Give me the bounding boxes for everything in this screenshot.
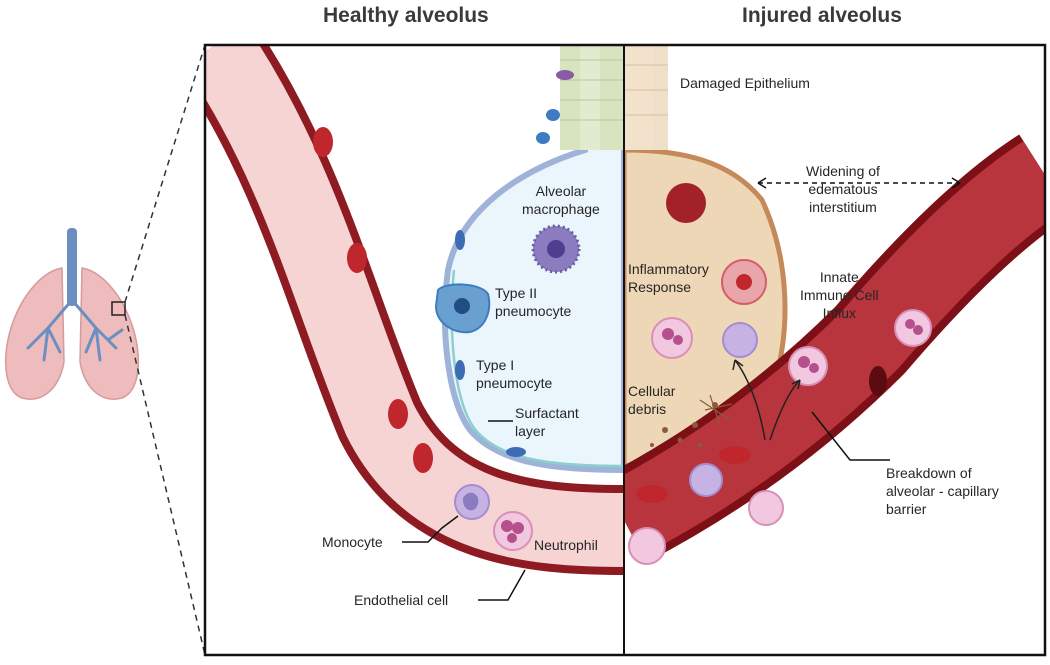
label-line: pneumocyte xyxy=(495,303,572,319)
label-neutrophil: Neutrophil xyxy=(534,537,598,553)
label-line: Surfactant xyxy=(515,405,579,421)
label-line: debris xyxy=(628,401,667,417)
label-inflammatory-response: Inflammatory Response xyxy=(628,260,709,296)
heading-healthy: Healthy alveolus xyxy=(323,4,489,27)
red-blood-cell-icon xyxy=(313,127,433,473)
heading-injured: Injured alveolus xyxy=(742,4,902,27)
type-i-pneumocyte-icon xyxy=(455,230,526,457)
label-line: layer xyxy=(515,423,546,439)
label-line: Influx xyxy=(822,305,857,321)
damaged-epithelium xyxy=(624,45,668,150)
label-alveolar-macrophage: Alveolar macrophage xyxy=(522,182,600,218)
label-widening-interstitium: Widening of edematous interstitium xyxy=(806,162,880,216)
monocyte-cell-icon xyxy=(454,484,490,520)
label-cellular-debris: Cellular debris xyxy=(628,382,675,418)
type-ii-pneumocyte-icon xyxy=(434,283,491,334)
lungs-icon xyxy=(4,228,140,400)
label-monocyte: Monocyte xyxy=(322,534,383,550)
label-endothelial-cell: Endothelial cell xyxy=(354,592,449,608)
label-line: barrier xyxy=(886,501,927,517)
red-blood-cell-icon xyxy=(636,183,887,503)
cellular-debris xyxy=(650,394,733,448)
label-line: Alveolar xyxy=(535,183,587,199)
monocyte-cell-icon xyxy=(689,322,758,497)
healthy-panel xyxy=(205,45,624,655)
label-line: Type I xyxy=(476,357,515,373)
label-line: Type II xyxy=(495,285,538,301)
label-line: Widening of xyxy=(806,163,880,179)
label-breakdown-barrier: Breakdown of alveolar - capillary barrie… xyxy=(886,464,999,518)
label-surfactant-layer: Surfactant layer xyxy=(515,404,579,440)
label-innate-immune-influx: Innate Immune Cell Influx xyxy=(800,268,879,322)
zoom-lines xyxy=(124,44,206,656)
label-type1-pneumocyte: Type I pneumocyte xyxy=(476,356,552,392)
label-line: Breakdown of xyxy=(886,465,972,481)
healthy-alveolus xyxy=(441,45,624,474)
label-line: Innate xyxy=(819,269,859,285)
label-line: Cellular xyxy=(628,383,676,399)
label-line: Response xyxy=(628,279,692,295)
label-line: Inflammatory xyxy=(628,261,709,277)
injured-panel xyxy=(624,45,1045,655)
label-line: alveolar - capillary xyxy=(886,483,999,499)
airway-epithelium xyxy=(536,45,624,150)
neutrophil-cell-icon xyxy=(628,309,932,565)
influx-arrows xyxy=(732,359,801,441)
widening-arrow xyxy=(757,177,961,189)
label-line: macrophage xyxy=(522,201,600,217)
label-line: pneumocyte xyxy=(476,375,553,391)
label-line: Immune Cell xyxy=(800,287,879,303)
macrophage-cell-icon xyxy=(531,224,581,274)
label-line: interstitium xyxy=(809,199,877,215)
label-line: edematous xyxy=(808,181,878,197)
label-damaged-epithelium: Damaged Epithelium xyxy=(680,75,810,91)
neutrophil-cell-icon xyxy=(493,511,533,551)
inflammatory-macrophage-icon xyxy=(721,259,767,305)
label-type2-pneumocyte: Type II pneumocyte xyxy=(495,284,571,320)
